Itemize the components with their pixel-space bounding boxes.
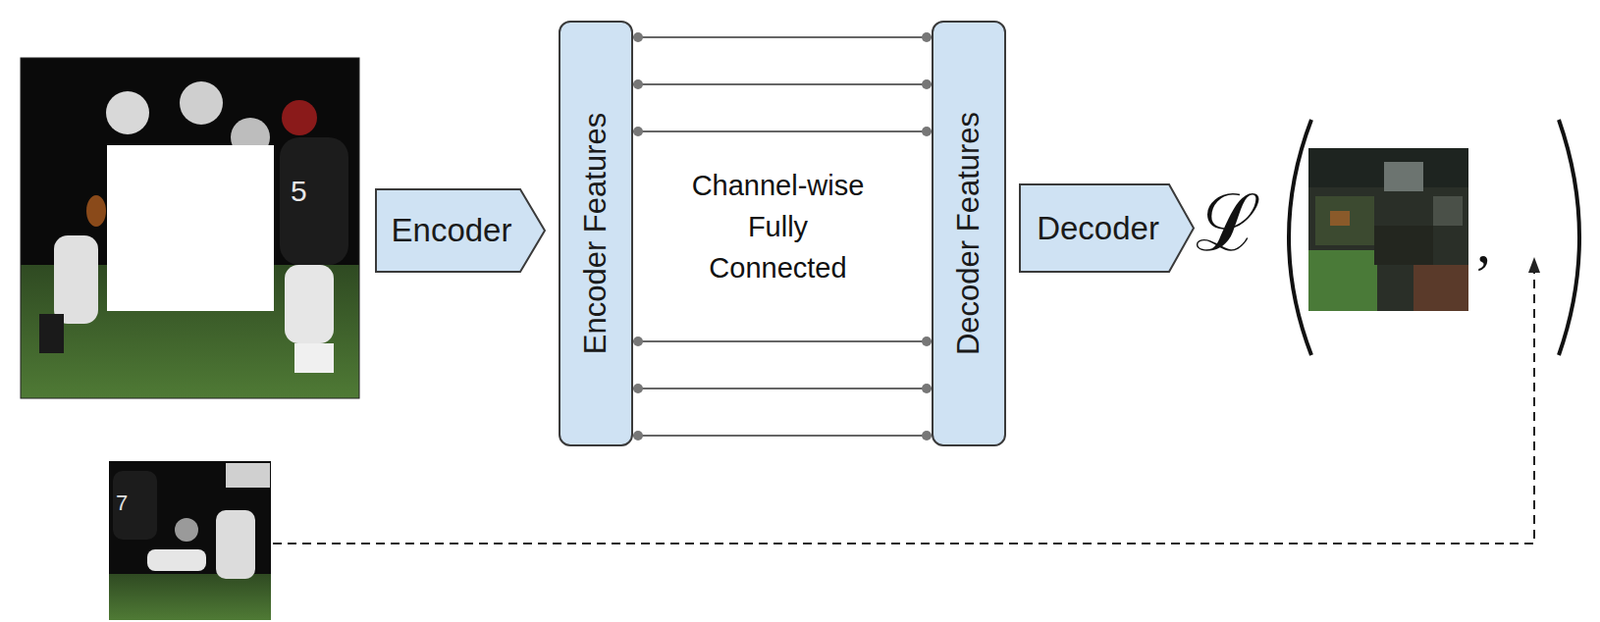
connector-dot (921, 79, 932, 90)
connector-dot (633, 383, 643, 394)
channel-connection (633, 383, 932, 394)
arrowhead (1528, 257, 1541, 273)
node-label: Decoder Features (951, 111, 987, 356)
connector-line (633, 36, 932, 39)
connector-dot (921, 383, 932, 394)
connector-dot (633, 126, 643, 137)
feature-box: Encoder Features (558, 20, 634, 447)
node-label: Decoder (1036, 210, 1160, 248)
decoder-arrow: Decoder (1018, 183, 1195, 273)
paren-right (1558, 119, 1580, 356)
svg-text:5: 5 (290, 174, 308, 208)
connector-dot (921, 336, 932, 347)
layer-label: Channel-wise Fully Connected (682, 164, 874, 289)
channel-connection (633, 126, 932, 137)
connector-dot (633, 79, 643, 90)
arrow-outline (1019, 184, 1194, 272)
channel-connection (633, 79, 932, 90)
connector-line (633, 83, 932, 86)
dashed-leader (272, 270, 1535, 544)
connector-line (633, 340, 932, 343)
node-label: Encoder Features (578, 112, 614, 355)
connector-dot (921, 430, 932, 441)
encoder-arrow: Encoder (374, 188, 546, 273)
connector-dot (633, 32, 643, 43)
channel-connection (633, 336, 932, 347)
connector-dot (633, 336, 643, 347)
ground-truth-patch: 7 (108, 461, 271, 621)
svg-text:7: 7 (115, 490, 128, 516)
loss-symbol: ℒ (1195, 174, 1265, 273)
channel-connection (633, 430, 932, 441)
connector-dot (921, 126, 932, 137)
connector-line (633, 130, 932, 133)
connector-line (633, 434, 932, 437)
paren-left (1288, 119, 1312, 356)
arrow-outline (375, 189, 545, 272)
connector-line (633, 387, 932, 390)
reconstructed-patch (1308, 148, 1469, 312)
connector-dot (633, 430, 643, 441)
feature-box: Decoder Features (931, 20, 1007, 447)
input-photo: 5 (20, 57, 360, 399)
comma: , (1476, 208, 1500, 277)
channel-connection (633, 32, 932, 43)
node-label: Encoder (391, 212, 513, 250)
connector-dot (921, 32, 932, 43)
